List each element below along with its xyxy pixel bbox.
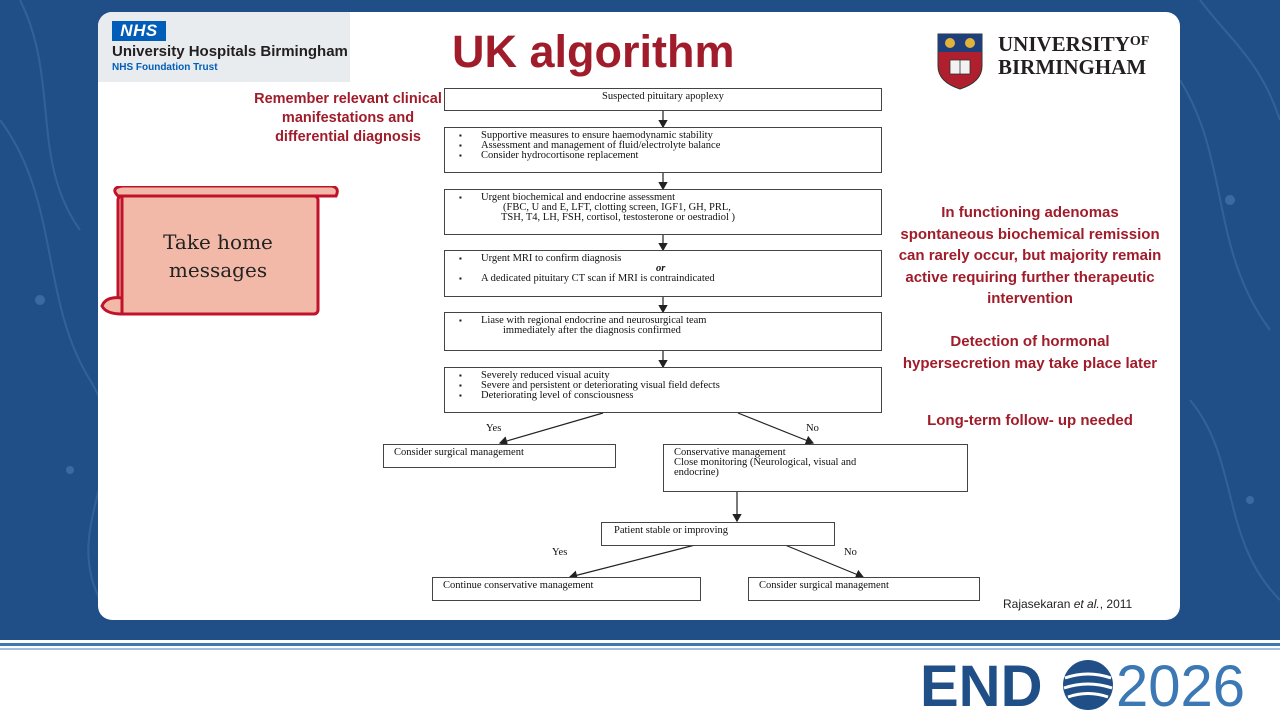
flow-step-conservative-management: Conservative management Close monitoring… <box>663 444 968 492</box>
scroll-banner-icon <box>100 186 339 316</box>
flow-step-visual-criteria: Severely reduced visual acuity Severe an… <box>444 367 882 413</box>
flow-step-5-line: immediately after the diagnosis confirme… <box>503 325 681 336</box>
nhs-trust-name: University Hospitals Birmingham <box>112 43 348 60</box>
note-long-term-follow-up: Long-term follow- up needed <box>927 412 1133 429</box>
edge-label-no: No <box>806 423 819 434</box>
flow-step-6-item: Deteriorating level of consciousness <box>459 390 881 401</box>
flow-step-4-line: Urgent MRI to confirm diagnosis <box>459 253 881 264</box>
flow-continue-text: Continue conservative management <box>443 580 594 591</box>
endo-logo-text: END <box>920 654 1042 716</box>
flow-step-5-line: Liase with regional endocrine and neuros… <box>459 315 881 326</box>
flow-conservative-line: Close monitoring (Neurological, visual a… <box>674 457 857 468</box>
take-home-line-1: Take home <box>163 230 273 254</box>
uob-line-1: UNIVERSITY <box>998 32 1130 56</box>
slide: NHS University Hospitals Birmingham NHS … <box>98 12 1180 620</box>
slide-title: UK algorithm <box>452 26 735 77</box>
endo-logo-year: 2026 <box>1116 654 1245 716</box>
flow-step-6-item: Severe and persistent or deteriorating v… <box>459 380 881 391</box>
flow-step-continue-conservative: Continue conservative management <box>432 577 701 601</box>
nhs-badge: NHS <box>112 21 166 41</box>
uob-of: OF <box>1129 34 1150 49</box>
flow-step-consider-surgical: Consider surgical management <box>383 444 616 468</box>
remember-note: Remember relevant clinical manifestation… <box>254 91 442 145</box>
note-functioning-adenomas: In functioning adenomas spontaneous bioc… <box>898 204 1162 307</box>
uob-line-2: BIRMINGHAM <box>998 55 1147 79</box>
university-crest-icon <box>937 33 983 90</box>
flow-step-4-or: or <box>656 263 666 274</box>
edge-label-no-2: No <box>844 547 857 558</box>
footer-divider <box>0 643 1280 646</box>
take-home-messages-label: Take home messages <box>128 228 308 284</box>
flow-step-supportive-measures: Supportive measures to ensure haemodynam… <box>444 127 882 173</box>
citation-author: Rajasekaran <box>1003 597 1074 611</box>
take-home-line-2: messages <box>168 258 268 282</box>
footer-divider-light <box>0 648 1280 650</box>
note-hormonal-detection: Detection of hormonal hypersecretion may… <box>902 333 1158 372</box>
flow-step-1-text: Suspected pituitary apoplexy <box>602 91 724 102</box>
flow-surgical-2-text: Consider surgical management <box>759 580 889 591</box>
flow-step-urgent-mri: Urgent MRI to confirm diagnosis or A ded… <box>444 250 882 297</box>
flow-step-2-item: Supportive measures to ensure haemodynam… <box>459 130 881 141</box>
flow-step-suspected-apoplexy: Suspected pituitary apoplexy <box>444 88 882 111</box>
edge-label-yes: Yes <box>486 423 502 434</box>
flow-step-2-item: Assessment and management of fluid/elect… <box>459 140 881 151</box>
flow-conservative-line: Conservative management <box>674 447 786 458</box>
university-logo-text: UNIVERSITYOF BIRMINGHAM <box>998 30 1149 79</box>
flow-step-patient-stable: Patient stable or improving <box>601 522 835 546</box>
flow-step-3-line: Urgent biochemical and endocrine assessm… <box>459 192 881 203</box>
flow-step-biochemical-assessment: Urgent biochemical and endocrine assessm… <box>444 189 882 235</box>
citation: Rajasekaran et al., 2011 <box>1003 597 1132 611</box>
citation-year: , 2011 <box>1099 597 1133 611</box>
flow-step-3-line: TSH, T4, LH, FSH, cortisol, testosterone… <box>501 212 735 223</box>
edge-label-yes-2: Yes <box>552 547 568 558</box>
flow-surgical-1-text: Consider surgical management <box>394 447 524 458</box>
flow-step-3-line: (FBC, U and E, LFT, clotting screen, IGF… <box>503 202 731 213</box>
flow-step-2-item: Consider hydrocortisone replacement <box>459 150 881 161</box>
flow-stable-text: Patient stable or improving <box>614 525 729 536</box>
flow-step-liase-team: Liase with regional endocrine and neuros… <box>444 312 882 351</box>
flow-conservative-line: endocrine) <box>674 467 719 478</box>
flow-step-consider-surgical-2: Consider surgical management <box>748 577 980 601</box>
endo-2026-logo: END 2026 <box>920 654 1245 716</box>
nhs-logo: NHS University Hospitals Birmingham NHS … <box>98 12 350 82</box>
nhs-trust-subtitle: NHS Foundation Trust <box>112 62 218 73</box>
citation-etal: et al. <box>1073 597 1100 611</box>
flowchart-connectors <box>498 111 865 580</box>
flow-step-6-item: Severely reduced visual acuity <box>459 370 881 381</box>
background-pattern <box>0 0 1280 601</box>
flow-step-4-line: A dedicated pituitary CT scan if MRI is … <box>459 273 881 284</box>
